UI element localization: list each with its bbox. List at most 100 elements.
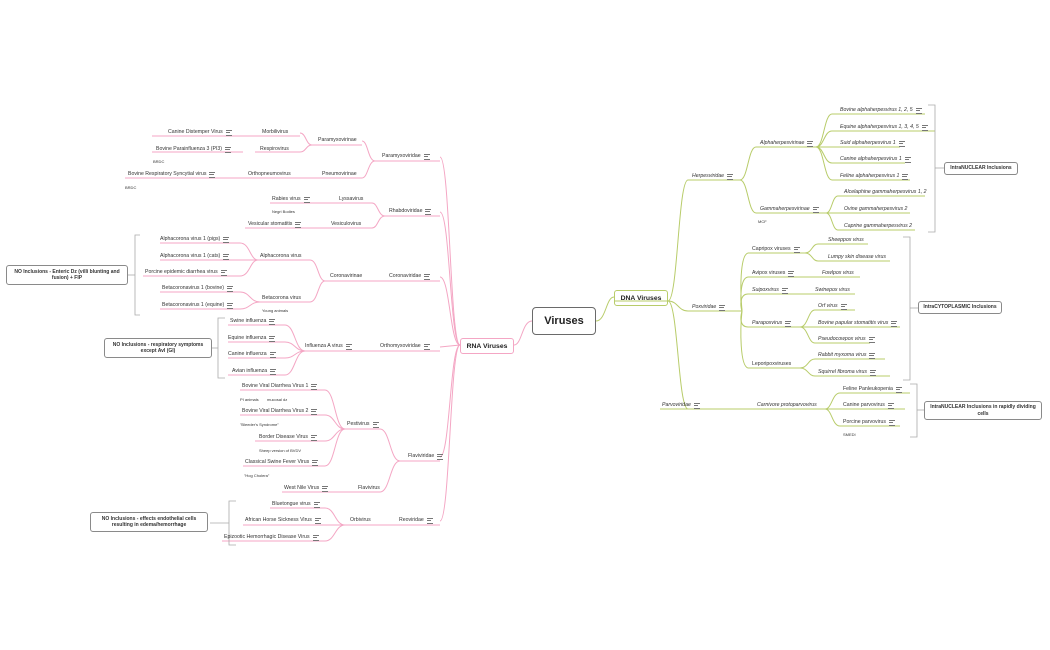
notes-icon (785, 320, 792, 327)
node-brsv[interactable]: Bovine Respiratory Syncytial virus (128, 171, 216, 178)
node-lyssavirus[interactable]: Lyssavirus (339, 196, 364, 202)
node-fowlpox[interactable]: Fowlpox virus (822, 270, 854, 276)
node-bovine-parainfluenza[interactable]: Bovine Parainfluenza 3 (PI3) (156, 146, 232, 153)
node-squirrel-fibroma[interactable]: Squirrel fibroma virus (818, 369, 877, 376)
node-alpha-pigs[interactable]: Alphacorona virus 1 (pigs) (160, 236, 230, 243)
node-orf[interactable]: Orf virus (818, 303, 847, 310)
node-equine-flu[interactable]: Equine influenza (228, 335, 276, 342)
rna-branch-node[interactable]: RNA Viruses (460, 338, 514, 354)
node-ehd[interactable]: Epizootic Hemorrhagic Disease Virus (224, 534, 319, 541)
notes-icon (225, 146, 232, 153)
root-node[interactable]: Viruses (532, 307, 596, 335)
node-orbivirus[interactable]: Orbivirus (350, 517, 371, 523)
summary-corona[interactable]: NO Inclusions - Enteric Dz (villi blunti… (6, 265, 128, 285)
node-rabbit-myxoma[interactable]: Rabbit myxoma virus (818, 352, 876, 359)
node-carnivore-proto[interactable]: Carnivore protoparvovirus (757, 402, 817, 408)
node-avian-flu[interactable]: Avian influenza (232, 368, 277, 375)
node-alpha-cats[interactable]: Alphacorona virus 1 (cats) (160, 253, 230, 260)
notes-icon (423, 343, 430, 350)
node-vesiculovirus[interactable]: Vesiculovirus (331, 221, 362, 227)
summary-parvo[interactable]: IntraNUCLEAR Inclusions in rapidly divid… (924, 401, 1042, 420)
node-herpesviridae[interactable]: Herpesviridae (692, 173, 734, 180)
notes-icon (812, 206, 819, 213)
node-caprine-gamma[interactable]: Caprine gammaherpesvirus 2 (844, 223, 913, 229)
summary-herpes[interactable]: IntraNUCLEAR Inclusions (944, 162, 1018, 175)
node-reoviridae[interactable]: Reoviridae (399, 517, 433, 524)
note-hog-cholera: "Hog Cholera" (244, 473, 270, 478)
node-swine-flu[interactable]: Swine influenza (230, 318, 276, 325)
summary-reo[interactable]: NO Inclusions - effects endothelial cell… (90, 512, 208, 532)
node-ovine-gamma[interactable]: Ovine gammaherpesvirus 2 (844, 206, 908, 212)
node-avipox[interactable]: Avipox viruses (752, 270, 795, 277)
node-suid-alpha[interactable]: Suid alphaherpesvirus 1 (840, 140, 905, 147)
node-beta-equine[interactable]: Betacoronavirus 1 (equine) (162, 302, 234, 309)
node-parapoxvirus[interactable]: Parapoxvirus (752, 320, 792, 327)
summary-pox[interactable]: IntraCYTOPLASMIC Inclusions (918, 301, 1002, 314)
node-coronavirinae[interactable]: Coronavirinae (330, 273, 363, 279)
summary-influenza[interactable]: NO Inclusions - respiratory symptoms exc… (104, 338, 212, 358)
node-canine-distemper[interactable]: Canine Distemper Virus (168, 129, 232, 136)
node-fpv[interactable]: Feline Panleukopenia (843, 386, 902, 393)
node-pneumovirinae[interactable]: Pneumovirinae (322, 171, 357, 177)
node-flaviviridae[interactable]: Flaviviridae (408, 453, 444, 460)
node-beta-bovine[interactable]: Betacoronavirus 1 (bovine) (162, 285, 233, 292)
notes-icon (313, 501, 320, 508)
node-alcelaphine[interactable]: Alcelaphine gammaherpesvirus 1, 2 (844, 189, 927, 195)
node-rhabdoviridae[interactable]: Rhabdoviridae (389, 208, 432, 215)
node-feline-alpha[interactable]: Feline alphaherpesvirus 1 (840, 173, 909, 180)
node-rabies[interactable]: Rabies virus (272, 196, 310, 203)
node-lumpy[interactable]: Lumpy skin disease virus (828, 254, 886, 260)
notes-icon (310, 434, 317, 441)
notes-icon (888, 419, 895, 426)
node-alphacorona[interactable]: Alphacorona virus (260, 253, 302, 259)
note-sheep-bvdv: Sheep version of BVDV (259, 448, 302, 453)
node-swinepox[interactable]: Swinepox virus (815, 287, 850, 293)
node-vesicular-stomatitis[interactable]: Vesicular stomatitis (248, 221, 302, 228)
node-sheeppox[interactable]: Sheeppox virus (828, 237, 864, 243)
node-equine-alpha[interactable]: Equine alphaherpesvirus 1, 3, 4, 5 (840, 124, 928, 131)
node-bpsv[interactable]: Bovine papular stomatitis virus (818, 320, 898, 327)
node-canine-flu[interactable]: Canine influenza (228, 351, 276, 358)
node-cpv[interactable]: Canine parvovirus (843, 402, 894, 409)
notes-icon (807, 140, 814, 147)
node-pseudocowpox[interactable]: Pseudocowpox virus (818, 336, 875, 343)
node-flavivirus[interactable]: Flavivirus (358, 485, 380, 491)
node-paramyxovirinae[interactable]: Paramyxovirinae (318, 137, 357, 143)
node-respirovirus[interactable]: Respirovirus (260, 146, 289, 152)
node-pedv[interactable]: Porcine epidemic diarrhea virus (145, 269, 227, 276)
node-west-nile[interactable]: West Nile Virus (284, 485, 329, 492)
node-orthomyxoviridae[interactable]: Orthomyxoviridae (380, 343, 430, 350)
node-poxviridae[interactable]: Poxviridae (692, 304, 726, 311)
node-bvdv1[interactable]: Bovine Viral Diarrhea Virus 1 (242, 383, 318, 390)
node-betacorona[interactable]: Betacorona virus (262, 295, 301, 301)
node-ahs[interactable]: African Horse Sickness Virus (245, 517, 321, 524)
node-capripox[interactable]: Capripox viruses (752, 246, 800, 253)
node-canine-alpha[interactable]: Canine alphaherpesvirus 1 (840, 156, 911, 163)
node-coronaviridae[interactable]: Coronaviridae (389, 273, 431, 280)
node-parvoviridae[interactable]: Parvoviridae (662, 402, 700, 409)
notes-icon (269, 351, 276, 358)
node-ppv[interactable]: Porcine parvovirus (843, 419, 895, 426)
node-orthopneumovirus[interactable]: Orthopneumovirus (248, 171, 291, 177)
node-leporipox[interactable]: Leporipoxviruses (752, 361, 792, 367)
node-gammaherpesvirinae[interactable]: Gammaherpesvirinae (760, 206, 819, 213)
node-bluetongue[interactable]: Bluetongue virus (272, 501, 320, 508)
node-csfv[interactable]: Classical Swine Fever Virus (245, 459, 319, 466)
notes-icon (225, 129, 232, 136)
notes-icon (898, 140, 905, 147)
node-border-disease[interactable]: Border Disease Virus (259, 434, 317, 441)
notes-icon (227, 302, 234, 309)
node-morbilivirus[interactable]: Morbilivirus (262, 129, 289, 135)
node-paramyxoviridae[interactable]: Paramyxoviridae (382, 153, 430, 160)
dna-branch-node[interactable]: DNA Viruses (614, 290, 668, 306)
node-suipoxvirus[interactable]: Suipoxvirus (752, 287, 788, 294)
node-alphaherpesvirinae[interactable]: Alphaherpesvirinae (760, 140, 814, 147)
node-pestivirus[interactable]: Pestivirus (347, 421, 379, 428)
notes-icon (869, 352, 876, 359)
node-bvdv2[interactable]: Bovine Viral Diarrhea Virus 2 (242, 408, 318, 415)
notes-icon (426, 517, 433, 524)
notes-icon (269, 335, 276, 342)
node-bovine-alpha[interactable]: Bovine alphaherpesvirus 1, 2, 5 (840, 107, 922, 114)
node-influenza-a[interactable]: Influenza A virus (305, 343, 352, 350)
